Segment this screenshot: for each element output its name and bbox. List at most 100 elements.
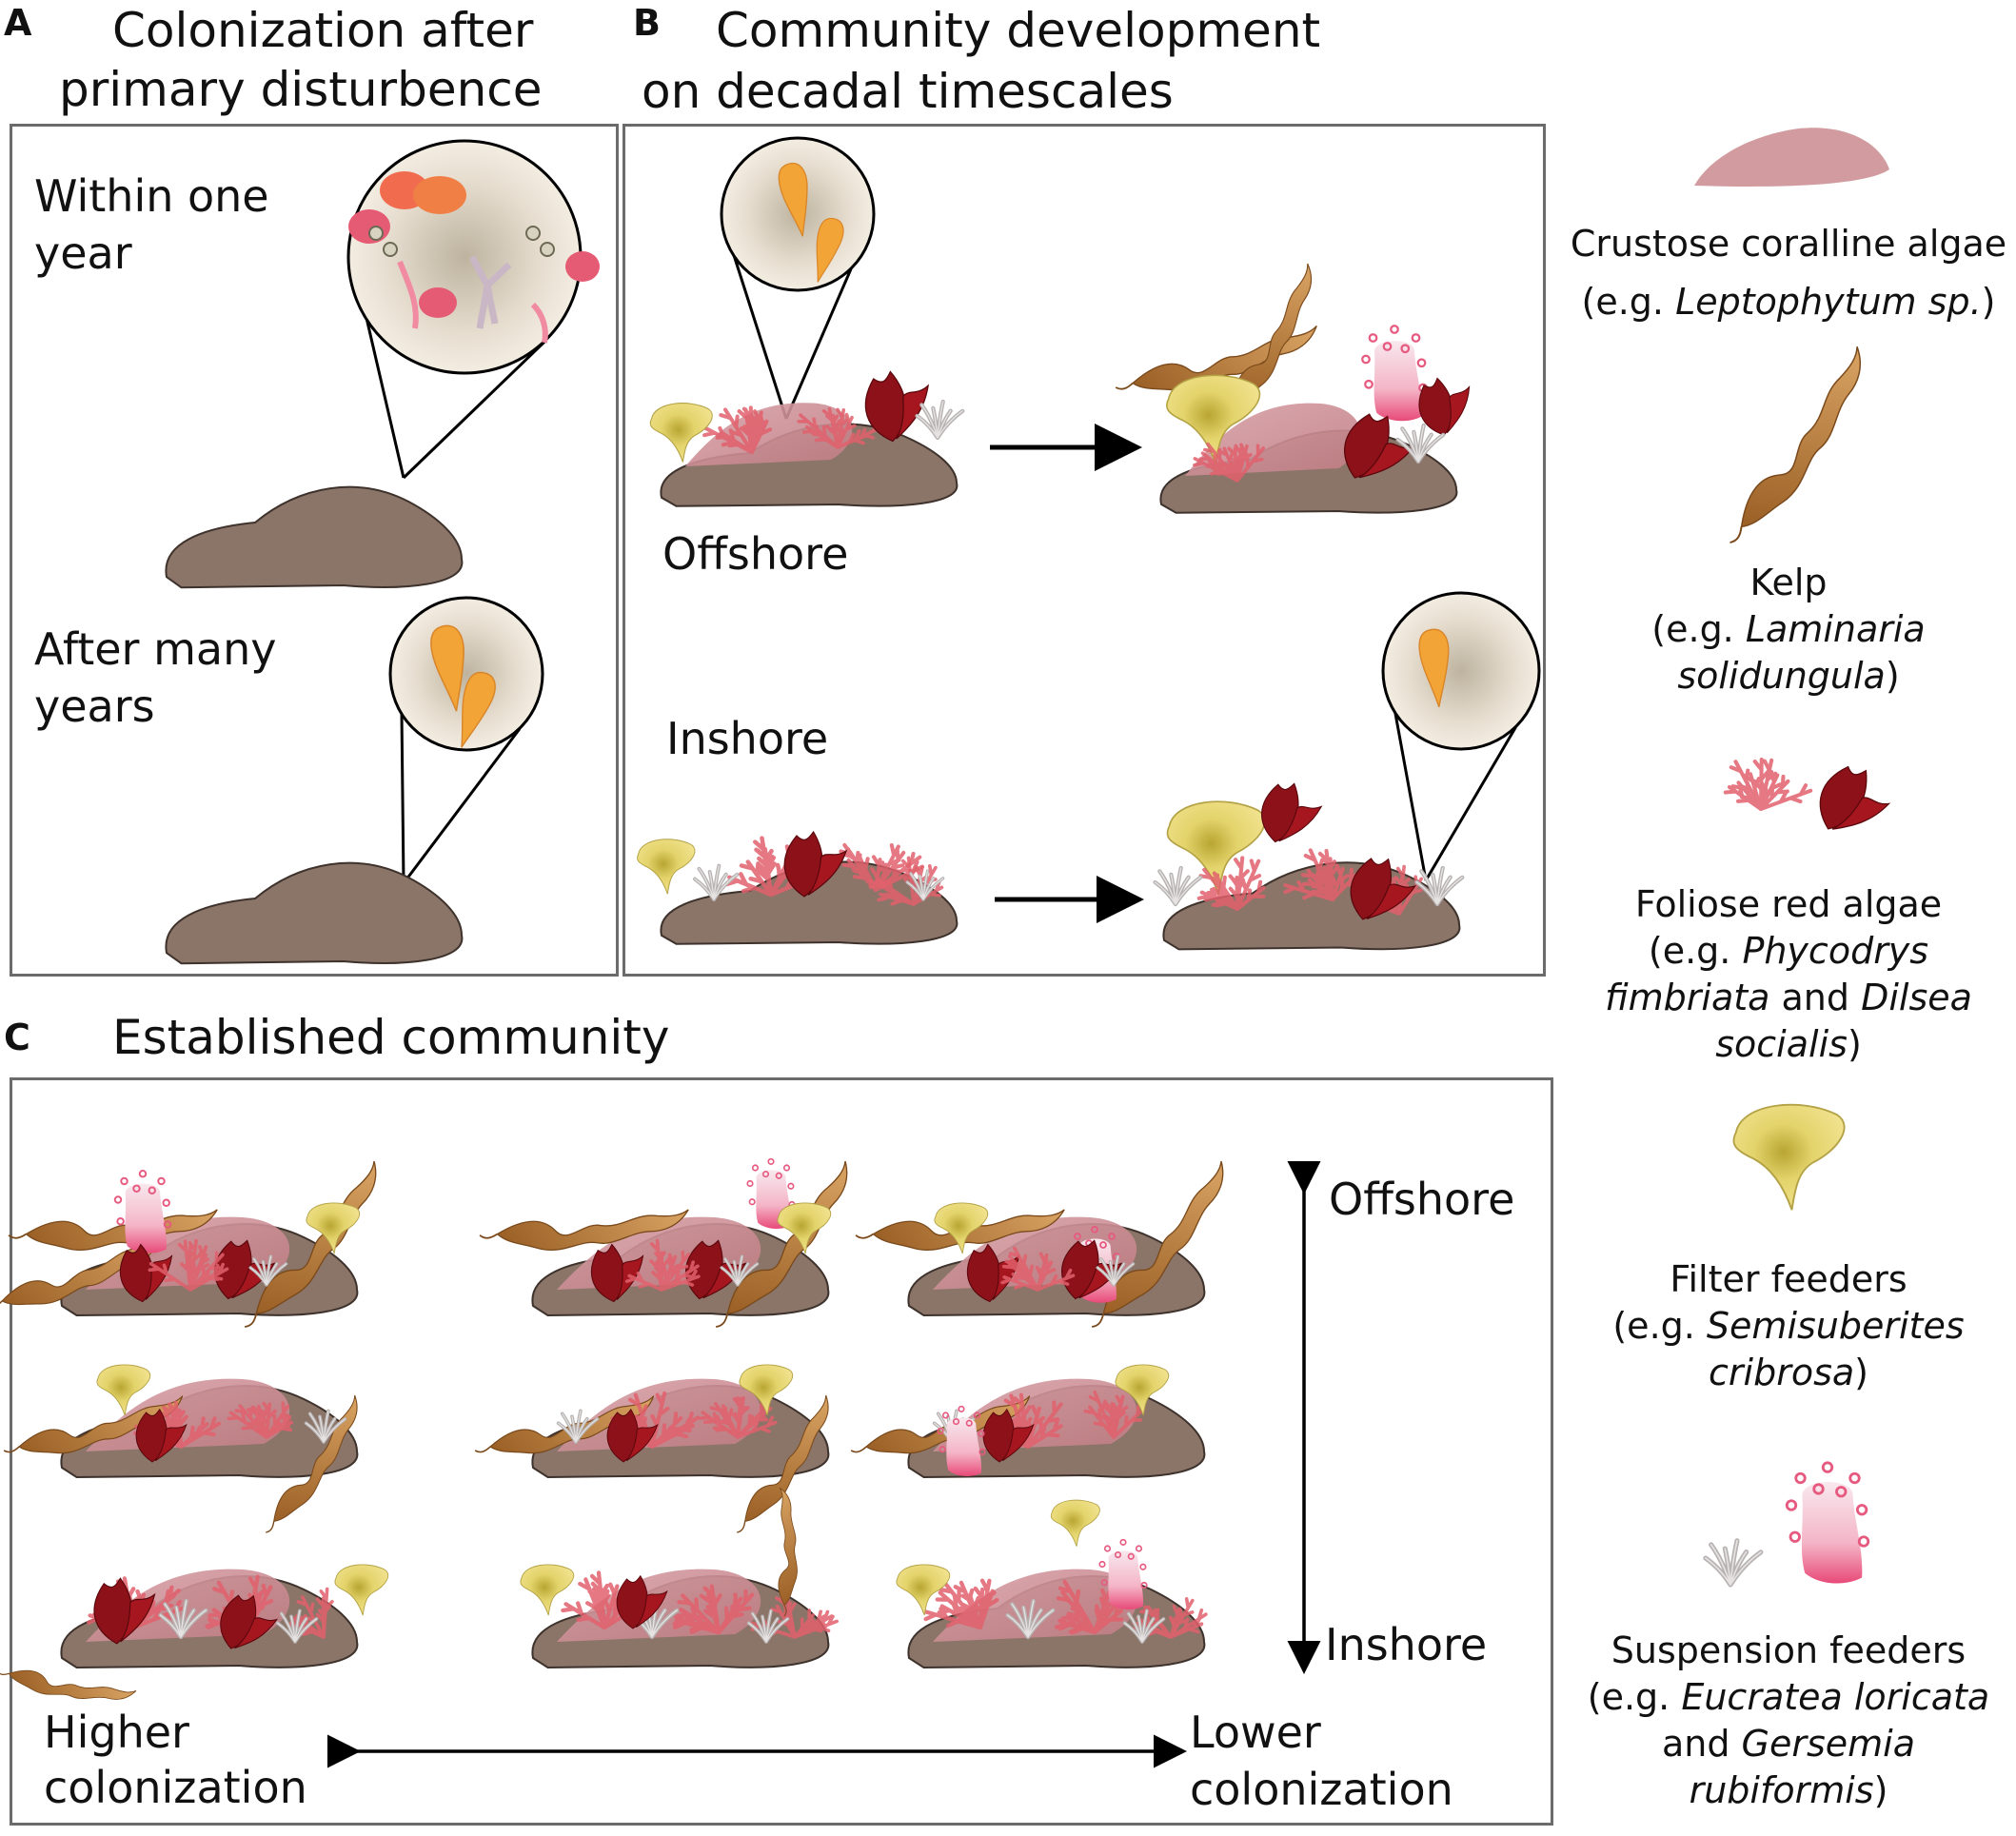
c-r3-c3-red-branch-2-branches <box>1055 1579 1130 1635</box>
c-r1-c2-softcoral-polyp-4 <box>787 1182 795 1190</box>
c-r2-c2-filter <box>739 1364 794 1416</box>
b-susp-ol-highlight <box>916 401 963 439</box>
c-r3-c3-red-branch-1 <box>922 1578 999 1630</box>
c-r1-c1-softcoral-polyp-5 <box>132 1184 141 1194</box>
panel-c-left-line1: Higher <box>44 1707 189 1758</box>
legend-filter-post: ) <box>1854 1352 1868 1393</box>
b-zoom-inshore-blade <box>1418 628 1450 707</box>
legend-cca-pre: (e.g. <box>1581 281 1676 323</box>
legend-susp-species2: Gersemia <box>1741 1723 1916 1765</box>
legend-filter-species2: cribrosa <box>1709 1352 1855 1393</box>
c-r2-c2-community <box>474 1364 830 1533</box>
b-susp-il-1 <box>693 863 740 901</box>
a-zoom-pink-blob-1 <box>348 209 390 244</box>
legend-cca-species: Leptophytum sp. <box>1675 281 1982 323</box>
legend-cca-icon <box>1694 128 1889 188</box>
c-r2-c3-softcoral-polyp-4 <box>978 1430 985 1437</box>
c-r2-c1-community <box>3 1364 359 1533</box>
legend-kelp-species1: Laminaria <box>1745 608 1926 650</box>
b-zoom-inshore-lens <box>1381 591 1541 751</box>
c-r1-c1-kelp-2-stipe <box>244 1313 258 1328</box>
b-kelp-or-1-stipe <box>1115 382 1134 390</box>
c-r2-c2-red-leaf-leaf2 <box>625 1423 659 1462</box>
legend-softcoral-icon-polyp-7 <box>1857 1535 1870 1548</box>
a-zoom-bottom-blade-2 <box>461 671 496 748</box>
c-r1-c3-kelp-2-stipe <box>1091 1313 1105 1328</box>
c-r3-c3-softcoral-polyp-5 <box>1114 1551 1122 1559</box>
panel-a-title-line2: primary disturbence <box>59 62 543 117</box>
c-r2-c3-softcoral-polyp-7 <box>978 1448 986 1456</box>
b-zoom-inshore-line-right <box>1424 726 1517 881</box>
c-r1-c3-susp <box>1096 1254 1136 1287</box>
c-r1-c2-red-branch <box>624 1238 701 1292</box>
b-zoom-offshore-blade-1 <box>778 163 808 237</box>
c-r3-c1-kelp-stipe <box>0 1670 10 1675</box>
c-r2-c1-red-branch-2-branches <box>227 1401 294 1439</box>
c-r2-c3-softcoral <box>937 1405 986 1476</box>
legend-red-branch-icon-branches <box>1723 757 1813 812</box>
panel-a-label-top-line1: Within one <box>34 170 269 222</box>
c-r1-c2-kelp-2 <box>715 1160 848 1328</box>
legend-softcoral-icon <box>1785 1461 1870 1584</box>
c-r1-c3-kelp-1-stipe <box>855 1233 875 1239</box>
b-kelp-or-2-blade <box>1232 263 1313 406</box>
a-zoom-orange-blob-2 <box>413 176 466 214</box>
legend-kelp-pre: (e.g. <box>1651 608 1746 650</box>
c-r1-c1-filter <box>306 1202 361 1254</box>
c-r3-c3-softcoral-polyp-2 <box>1135 1545 1143 1552</box>
panel-c-title: Established community <box>112 1010 670 1065</box>
c-r2-c2-kelp-1 <box>474 1395 655 1454</box>
c-r3-c3-softcoral-polyp-7 <box>1140 1581 1148 1589</box>
b-red-leaf-il-leaf2 <box>807 849 848 896</box>
legend-susp-species1: Eucratea loricata <box>1681 1676 1990 1718</box>
c-r1-c3-filter <box>934 1202 989 1254</box>
legend-red-species1: Phycodrys <box>1742 930 1929 972</box>
c-r2-c3-softcoral-polyp-5 <box>952 1418 960 1426</box>
legend-filter-name: Filter feeders <box>1670 1258 1907 1300</box>
b-filter-or <box>1166 374 1261 464</box>
c-r2-c3-red-branch-2-branches <box>1083 1390 1146 1439</box>
c-r3-c2-filter <box>520 1564 575 1616</box>
b-red-branch-ol-2-branches <box>797 406 884 449</box>
legend-cca-text: Crustose coralline algae (e.g. Leptophyt… <box>1565 221 2012 326</box>
legend-red-pre: (e.g. <box>1648 930 1743 972</box>
c-r2-c3-kelp-1-blade <box>865 1395 1031 1454</box>
b-red-branch-ol-2 <box>797 406 884 449</box>
c-r3-c3-red-branch-1-branches <box>922 1578 999 1630</box>
c-r3-c2-community <box>520 1487 839 1669</box>
c-r2-c2-kelp-1-blade <box>489 1395 655 1454</box>
c-r3-c1-susp-2 <box>275 1609 319 1644</box>
a-zoom-bottom-blade-1 <box>430 624 464 712</box>
c-r1-c3-red-branch-branches <box>1000 1246 1076 1292</box>
c-r1-c2-softcoral-polyp-0 <box>751 1164 760 1172</box>
c-r2-c1-red-leaf-leaf2 <box>154 1423 188 1462</box>
c-r1-c2-kelp-1 <box>479 1209 689 1251</box>
legend-susp-and: and <box>1661 1723 1742 1765</box>
legend-red-species2: fimbriata <box>1605 977 1770 1018</box>
panel-b-letter: B <box>633 2 661 44</box>
c-r1-c2-softcoral-polyp-3 <box>746 1179 754 1188</box>
legend-softcoral-icon-polyp-3 <box>1785 1499 1798 1511</box>
b-susp-il-1-highlight <box>694 864 739 900</box>
b-red-leaf-ol <box>864 370 929 443</box>
c-r3-c2-red-leaf-leaf2 <box>635 1589 668 1629</box>
c-r3-c3-susp-2 <box>1122 1609 1166 1644</box>
c-r3-c1-kelp <box>0 1669 137 1700</box>
c-r3-c3-filter-2 <box>1050 1499 1100 1547</box>
c-r1-c2-softcoral-polyp-6 <box>775 1172 782 1179</box>
c-r2-c3-softcoral-polyp-8 <box>939 1446 946 1453</box>
legend-filter-species1: Semisuberites <box>1706 1305 1965 1347</box>
a-zoom-spore-2 <box>525 226 541 241</box>
c-r2-c3-softcoral-body <box>946 1417 982 1476</box>
c-r2-c3-softcoral-polyp-6 <box>965 1419 973 1427</box>
c-r1-c2-softcoral-polyp-5 <box>761 1171 770 1178</box>
c-r1-c2-kelp-1-stipe <box>479 1233 499 1239</box>
b-softcoral-or-polyp-8 <box>1364 379 1374 389</box>
c-r2-c1-susp <box>304 1409 347 1444</box>
panel-a-frame <box>10 124 619 977</box>
b-red-branch-il-1-branches <box>724 836 813 898</box>
c-r3-c2-kelp-stipe <box>783 1605 787 1617</box>
b-susp-il-2 <box>905 869 945 901</box>
c-r2-c2-red-leaf <box>606 1408 659 1463</box>
legend-kelp-icon-stipe <box>1729 526 1743 544</box>
